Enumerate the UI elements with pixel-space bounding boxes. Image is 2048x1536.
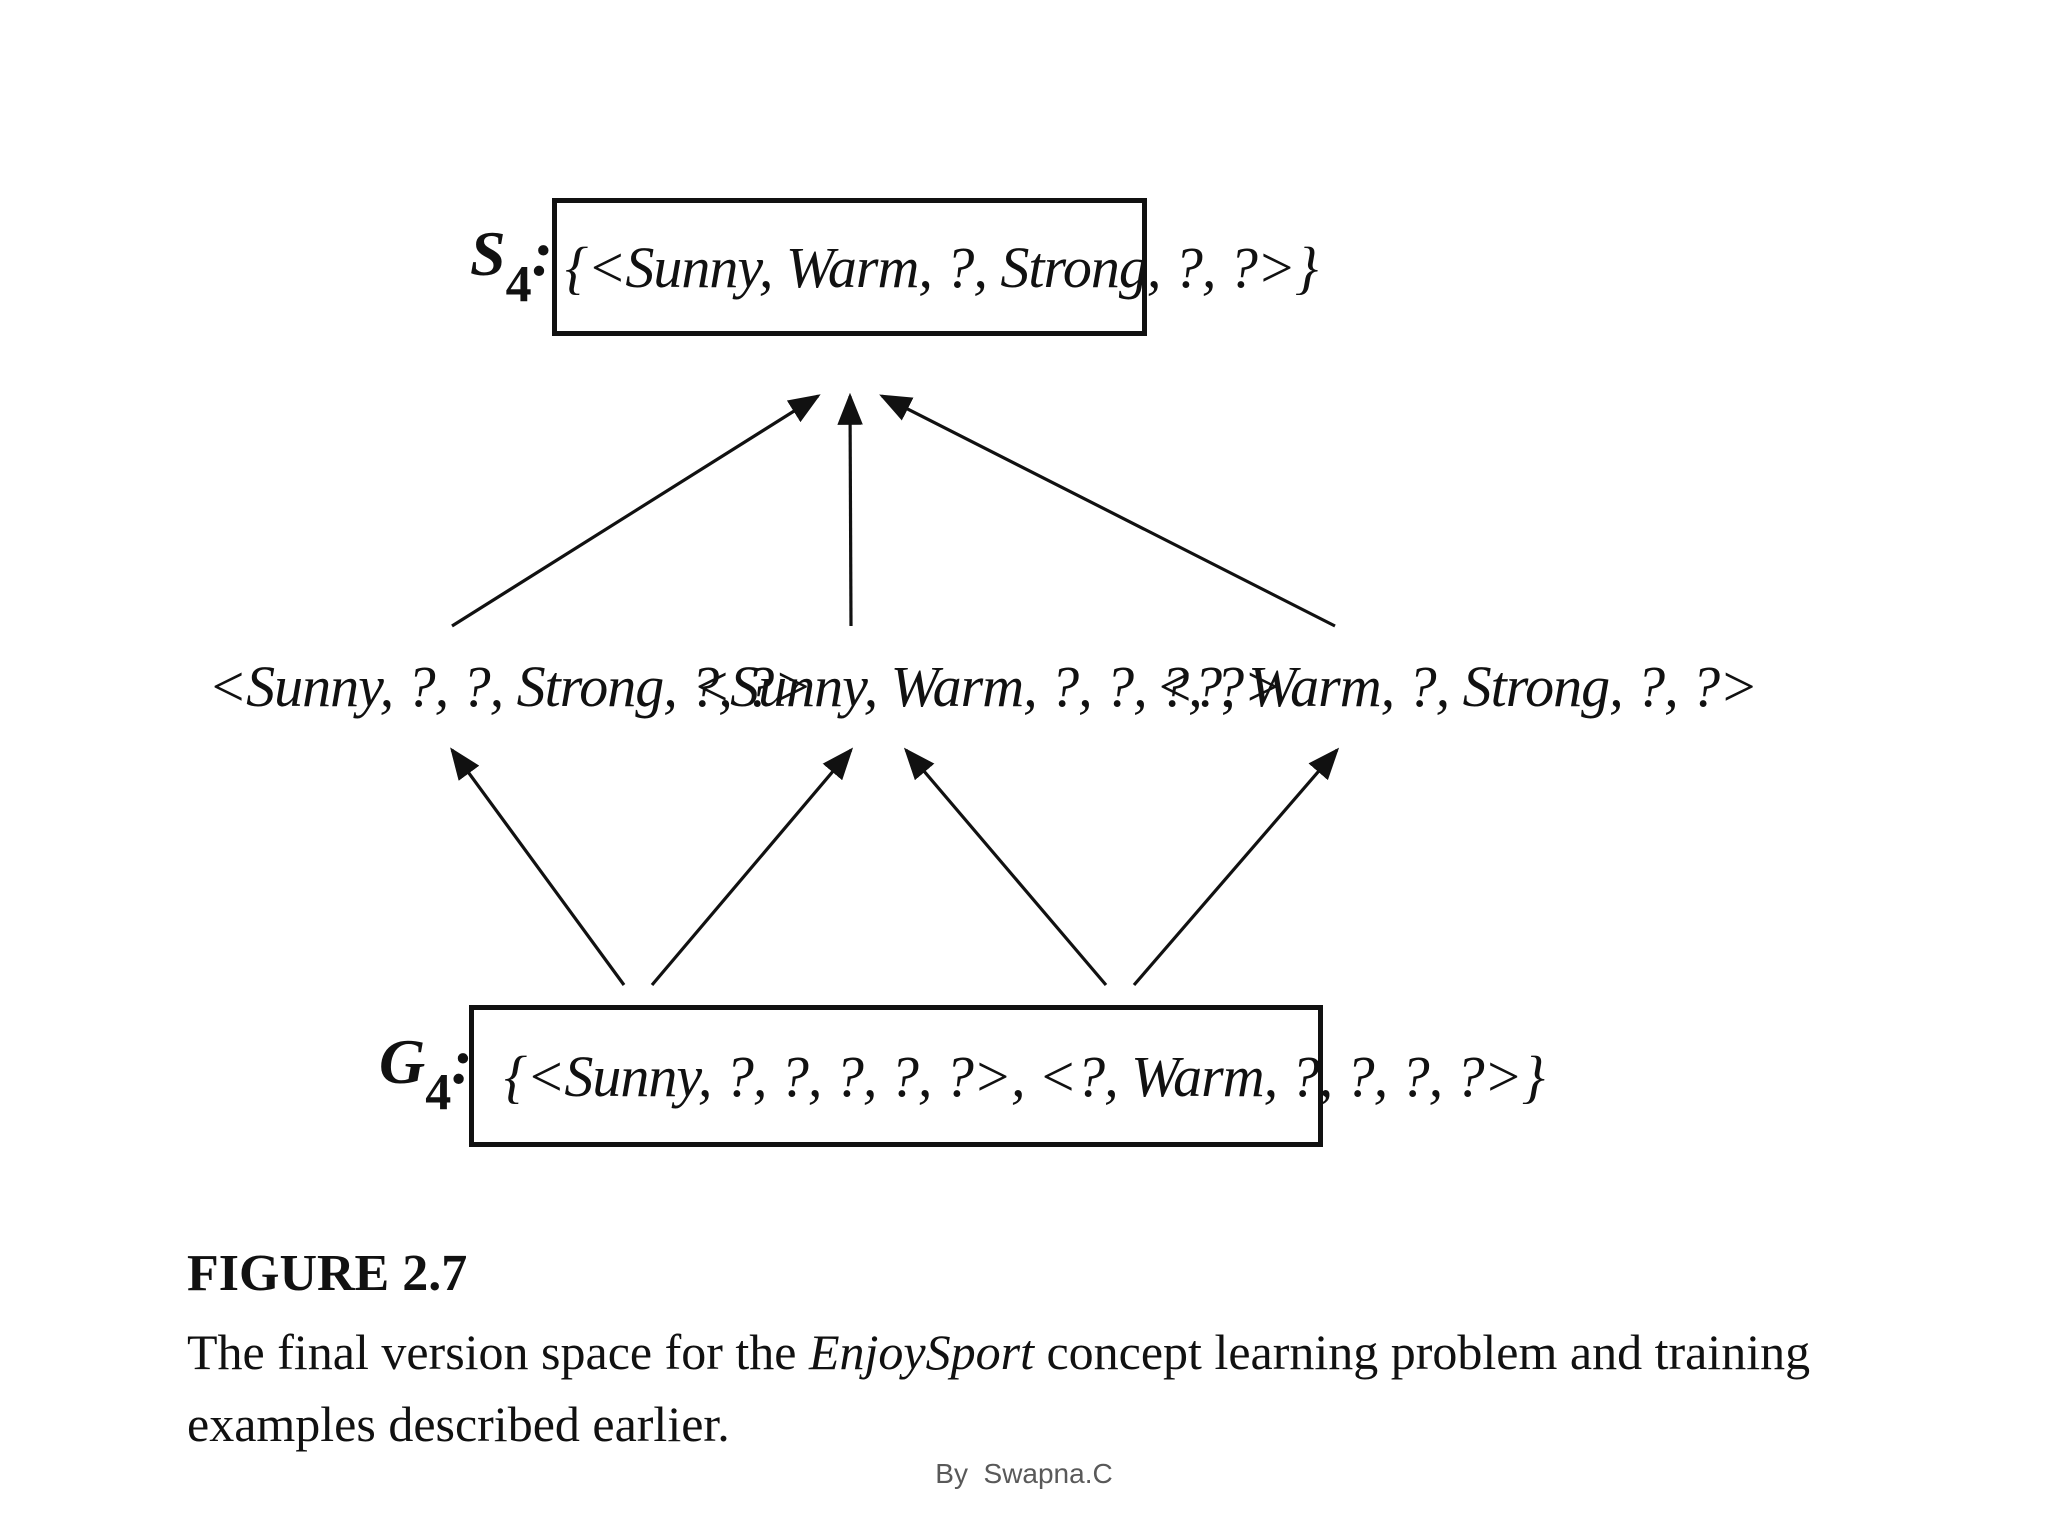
s4-set-text: {<Sunny, Warm, ?, Strong, ?, ?>} xyxy=(565,234,1318,300)
g4-boundary-box: {<Sunny, ?, ?, ?, ?, ?>, <?, Warm, ?, ?,… xyxy=(469,1005,1545,1147)
edge-arrow-G4-0-to-middle-1 xyxy=(650,747,854,987)
g4-label-colon: : xyxy=(451,1026,473,1097)
caption-text-start: The final version space for the xyxy=(187,1324,809,1380)
figure-caption: The final version space for the EnjoySpo… xyxy=(187,1316,1927,1460)
edge-arrow-middle-2-to-S4 xyxy=(879,394,1336,628)
middle-hypothesis: <Sunny, Warm, ?, ?, ?, ?> xyxy=(692,654,1282,719)
g4-label: G4: xyxy=(379,1030,473,1119)
g4-label-subscript: 4 xyxy=(425,1064,452,1121)
s4-label: S4: xyxy=(470,222,553,311)
edge-arrow-middle-0-to-S4 xyxy=(451,394,821,628)
edge-arrow-G4-1-to-middle-1 xyxy=(903,747,1108,987)
g4-set-text: {<Sunny, ?, ?, ?, ?, ?>, <?, Warm, ?, ?,… xyxy=(504,1043,1545,1109)
middle-hypothesis: <?, Warm, ?, Strong, ?, ?> xyxy=(1155,654,1758,719)
s4-boundary-box: {<Sunny, Warm, ?, Strong, ?, ?>} xyxy=(552,198,1318,336)
figure-title: FIGURE 2.7 xyxy=(187,1245,468,1302)
s4-label-letter: S xyxy=(470,218,506,289)
edge-arrow-G4-0-to-middle-0 xyxy=(450,747,626,986)
s4-label-colon: : xyxy=(531,218,553,289)
middle-hypothesis: <Sunny, ?, ?, Strong, ?, ?> xyxy=(208,654,812,719)
edge-arrow-middle-1-to-S4 xyxy=(837,392,863,627)
caption-text-end: concept learning problem and training ex… xyxy=(187,1324,1811,1452)
g4-label-letter: G xyxy=(379,1026,426,1097)
caption-emphasis: EnjoySport xyxy=(808,1324,1034,1380)
edge-arrow-G4-1-to-middle-2 xyxy=(1132,747,1340,987)
author-credit: By Swapna.C xyxy=(935,1458,1113,1489)
s4-label-subscript: 4 xyxy=(505,256,532,313)
